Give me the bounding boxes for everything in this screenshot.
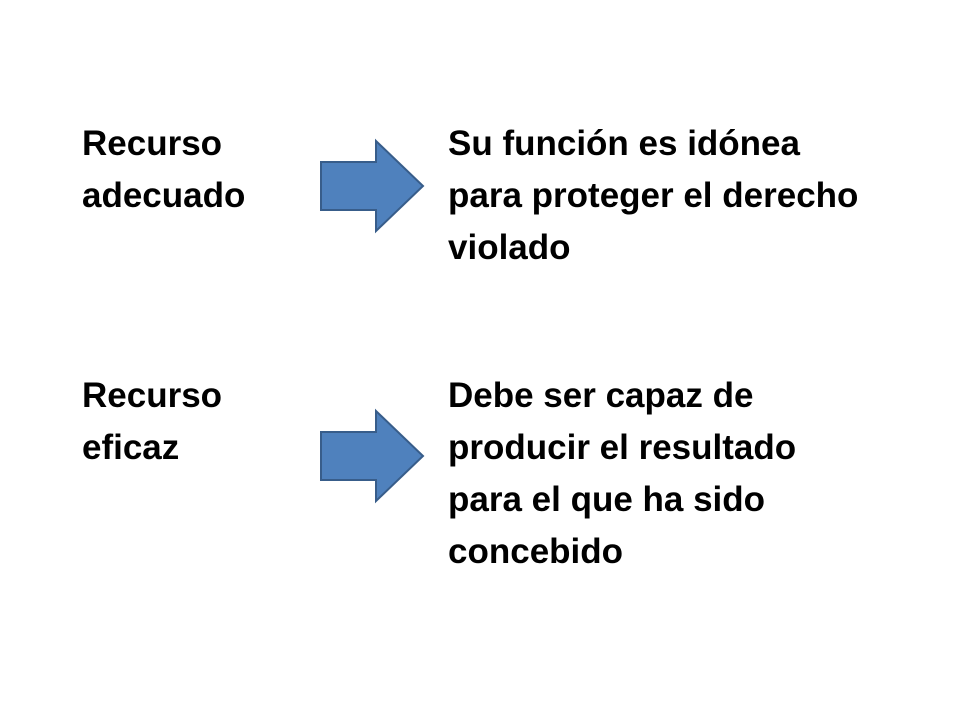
arrow-right-icon: [320, 138, 425, 234]
arrow-right-icon: [320, 408, 425, 504]
term-recurso-adecuado: Recurso adecuado: [82, 124, 246, 215]
term-recurso-eficaz: Recurso eficaz: [82, 376, 223, 467]
definition-recurso-adecuado: Su función es idónea para proteger el de…: [448, 124, 859, 267]
definition-recurso-eficaz: Debe ser capaz de producir el resultado …: [448, 376, 797, 571]
